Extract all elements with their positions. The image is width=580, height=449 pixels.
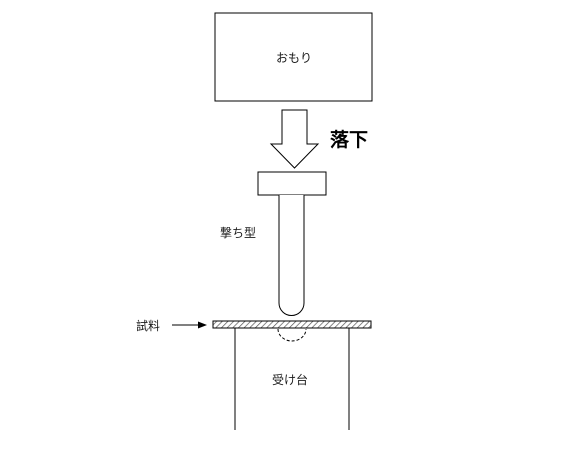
weight-block [214,12,373,102]
specimen-pointer-head [198,321,207,329]
striker-shaft [278,195,305,316]
striker-head [257,171,327,196]
drop-label: 落下 [330,128,368,151]
weight-label: おもり [276,51,312,65]
drop-arrow [269,109,320,169]
support-label: 受け台 [272,372,308,387]
striker-label: 撃ち型 [220,225,256,240]
indentation-arc [277,328,307,342]
specimen-plate [212,320,372,329]
specimen-label: 試料 [136,318,160,333]
